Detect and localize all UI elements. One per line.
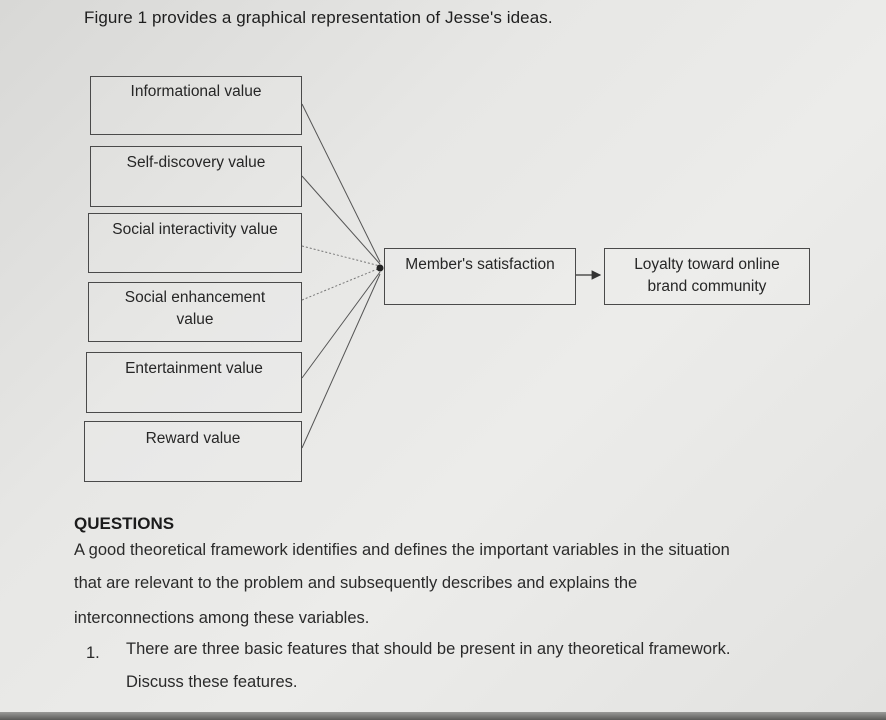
question-line-2: Discuss these features. <box>126 673 298 691</box>
self-discovery-value-box: Self-discovery value <box>90 146 302 207</box>
connector-informational <box>301 103 381 263</box>
entertainment-value-label: Entertainment value <box>125 360 263 377</box>
connector-social-interactivity <box>301 245 381 267</box>
loyalty-label: Loyalty toward online brand community <box>634 256 780 295</box>
informational-value-box: Informational value <box>90 76 302 135</box>
connector-reward <box>301 273 381 449</box>
connector-social-enhancement <box>301 267 381 301</box>
social-interactivity-value-box: Social interactivity value <box>88 213 302 273</box>
social-interactivity-value-label: Social interactivity value <box>112 221 278 238</box>
member-satisfaction-label: Member's satisfaction <box>405 256 555 273</box>
social-enhancement-value-box: Social enhancement value <box>88 282 302 342</box>
self-discovery-value-label: Self-discovery value <box>126 154 266 171</box>
loyalty-box: Loyalty toward online brand community <box>604 248 810 305</box>
entertainment-value-box: Entertainment value <box>86 352 302 413</box>
convergence-point <box>376 264 384 272</box>
reward-value-box: Reward value <box>84 421 302 482</box>
paragraph-line-2: that are relevant to the problem and sub… <box>74 574 638 592</box>
connector-self-discovery <box>301 175 381 265</box>
paragraph-line-1: A good theoretical framework identifies … <box>74 541 730 559</box>
reward-value-label: Reward value <box>145 430 241 447</box>
questions-heading: QUESTIONS <box>74 514 175 533</box>
question-number: 1. <box>86 644 100 662</box>
connector-entertainment <box>301 271 381 379</box>
paragraph-line-3: interconnections among these variables. <box>74 609 370 627</box>
member-satisfaction-box: Member's satisfaction <box>384 248 576 305</box>
informational-value-label: Informational value <box>130 83 262 100</box>
question-line-1: There are three basic features that shou… <box>126 640 731 658</box>
social-enhancement-value-label: Social enhancement value <box>124 289 266 328</box>
bottom-edge <box>0 712 886 720</box>
figure-caption: Figure 1 provides a graphical representa… <box>84 8 553 27</box>
